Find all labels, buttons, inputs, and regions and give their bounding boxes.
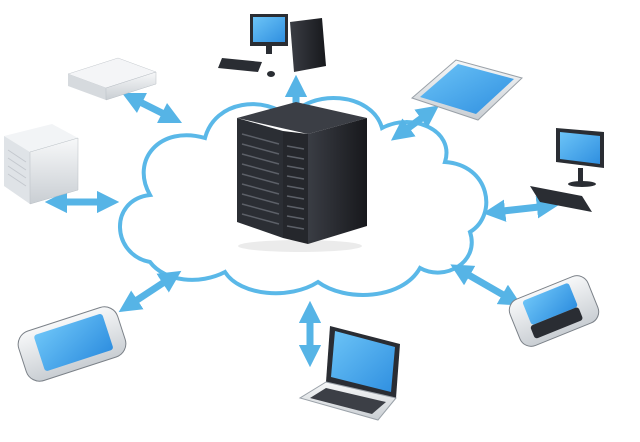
tower-server-icon (4, 124, 79, 205)
monitor-keyboard-icon (530, 128, 604, 212)
arrow-qwerty-phone (450, 264, 522, 306)
arrow-tablet (390, 105, 440, 141)
smartphone-icon (17, 306, 127, 382)
tablet-icon (411, 59, 523, 121)
qwerty-phone-icon (508, 275, 600, 347)
server-rack-icon (237, 102, 367, 252)
rack-unit-icon (67, 57, 157, 101)
arrow-rack-unit (121, 92, 183, 124)
connection-arrows (44, 74, 560, 368)
arrow-smartphone (118, 270, 182, 313)
desktop-computer-icon (218, 14, 326, 77)
arrow-monitor (482, 196, 560, 222)
laptop-icon (298, 326, 400, 421)
